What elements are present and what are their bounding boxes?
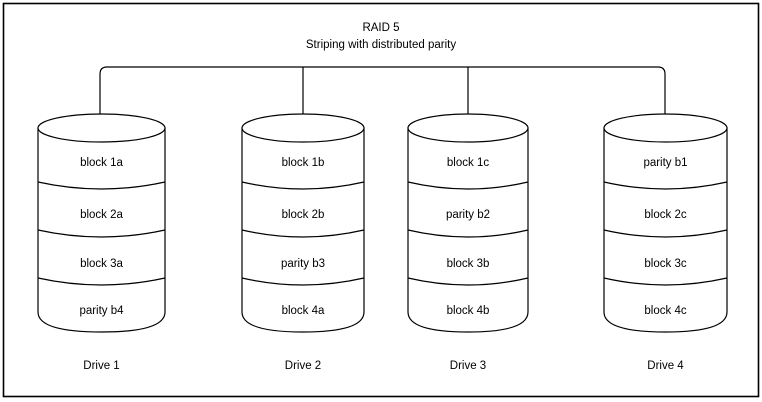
drive-3-divider-3 xyxy=(407,277,529,286)
diagram-title-line2: Striping with distributed parity xyxy=(306,39,456,51)
drive-2-block-4: block 4a xyxy=(282,305,325,317)
drive-3-divider-1 xyxy=(407,181,529,190)
drive-4-block-3: block 3c xyxy=(644,258,686,270)
drive-3-cylinder-body xyxy=(407,127,529,333)
drive-1-block-4: parity b4 xyxy=(79,305,124,317)
drive-2-label: Drive 2 xyxy=(285,360,321,372)
drive-3-block-4: block 4b xyxy=(447,305,490,317)
drive-2-block-1: block 1b xyxy=(282,157,325,169)
drive-3-group[interactable]: block 1c parity b2 block 3b block 4b Dri… xyxy=(407,113,529,372)
drive-3-block-3: block 3b xyxy=(447,258,490,270)
drive-2-divider-1 xyxy=(241,181,365,190)
drive-4-divider-3 xyxy=(603,277,728,286)
drive-2-divider-2 xyxy=(241,229,365,238)
drive-2-block-3: parity b3 xyxy=(281,258,325,270)
drive-2-divider-3 xyxy=(241,277,365,286)
drive-3-cylinder-top xyxy=(407,113,529,143)
diagram-title-line1: RAID 5 xyxy=(362,22,399,34)
drive-1-cylinder-top xyxy=(37,113,166,143)
drive-3-divider-2 xyxy=(407,229,529,238)
drive-1-block-2: block 2a xyxy=(80,209,123,221)
drive-1-label: Drive 1 xyxy=(83,360,119,372)
drive-1-group[interactable]: block 1a block 2a block 3a parity b4 Dri… xyxy=(37,113,166,372)
drive-4-block-2: block 2c xyxy=(644,209,686,221)
drive-4-group[interactable]: parity b1 block 2c block 3c block 4c Dri… xyxy=(603,113,728,372)
drive-1-block-1: block 1a xyxy=(80,157,123,169)
drive-1-block-3: block 3a xyxy=(80,258,123,270)
drive-2-group[interactable]: block 1b block 2b parity b3 block 4a Dri… xyxy=(241,113,365,372)
drive-4-cylinder-top xyxy=(603,113,728,143)
drive-4-cylinder-body xyxy=(603,127,728,333)
drive-2-block-2: block 2b xyxy=(282,209,325,221)
drive-1-cylinder-body xyxy=(37,127,166,333)
drive-1-divider-1 xyxy=(37,181,166,190)
drive-3-label: Drive 3 xyxy=(450,360,486,372)
drive-4-block-4: block 4c xyxy=(644,305,686,317)
drive-2-cylinder-top xyxy=(241,113,365,143)
drive-3-block-2: parity b2 xyxy=(446,209,490,221)
drive-4-block-1: parity b1 xyxy=(643,157,687,169)
drive-4-divider-2 xyxy=(603,229,728,238)
drive-2-cylinder-body xyxy=(241,127,365,333)
controller-bracket xyxy=(99,66,666,122)
drive-1-divider-3 xyxy=(37,277,166,286)
drive-4-label: Drive 4 xyxy=(647,360,684,372)
drive-4-divider-1 xyxy=(603,181,728,190)
drive-3-block-1: block 1c xyxy=(447,157,489,169)
drive-1-divider-2 xyxy=(37,229,166,238)
